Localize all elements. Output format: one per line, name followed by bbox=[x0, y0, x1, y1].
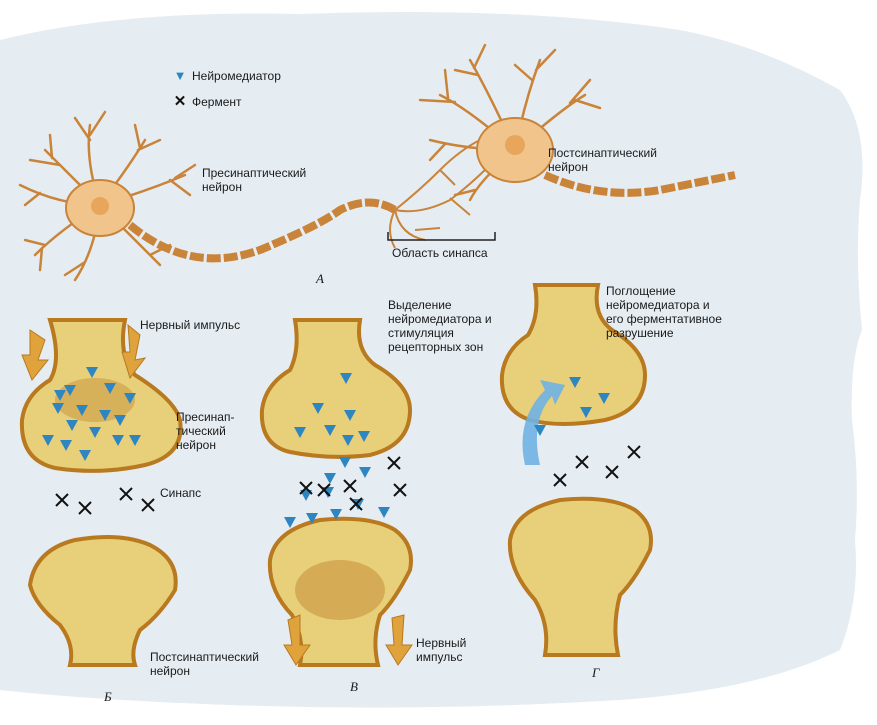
panel-v-caption: Выделение нейромедиатора и стимуляция ре… bbox=[388, 298, 492, 354]
postsynaptic-nucleus bbox=[505, 135, 525, 155]
presynaptic-neuron-label: Пресинаптический нейрон bbox=[202, 166, 306, 194]
panel-b-nerve-impulse-label: Нервный импульс bbox=[140, 318, 240, 332]
panel-b-synapse-label: Синапс bbox=[160, 486, 201, 500]
panel-b-letter: Б bbox=[104, 690, 112, 704]
legend-enzyme: ✕ Фермент bbox=[172, 92, 242, 110]
panel-v-letter: В bbox=[350, 680, 358, 694]
postsynaptic-neuron-label: Постсинаптический нейрон bbox=[548, 146, 657, 174]
panel-g-caption: Поглощение нейромедиатора и его фермента… bbox=[606, 284, 722, 340]
cross-icon: ✕ bbox=[172, 92, 188, 110]
panel-b-presynaptic-label: Пресинап- тический нейрон bbox=[176, 410, 234, 452]
panel-b-postsynaptic-label: Постсинаптический нейрон bbox=[150, 650, 259, 678]
triangle-icon: ▼ bbox=[172, 68, 188, 83]
panel-g-letter: Г bbox=[592, 666, 599, 680]
panel-v-nerve-impulse-label: Нервный импульс bbox=[416, 636, 466, 664]
legend-neurotransmitter: ▼ Нейромедиатор bbox=[172, 68, 281, 83]
presynaptic-nucleus bbox=[91, 197, 109, 215]
legend-neurotransmitter-label: Нейромедиатор bbox=[192, 69, 281, 83]
panel-a-letter: А bbox=[316, 272, 324, 286]
legend-enzyme-label: Фермент bbox=[192, 95, 242, 109]
synapse-area-label: Область синапса bbox=[392, 246, 488, 260]
